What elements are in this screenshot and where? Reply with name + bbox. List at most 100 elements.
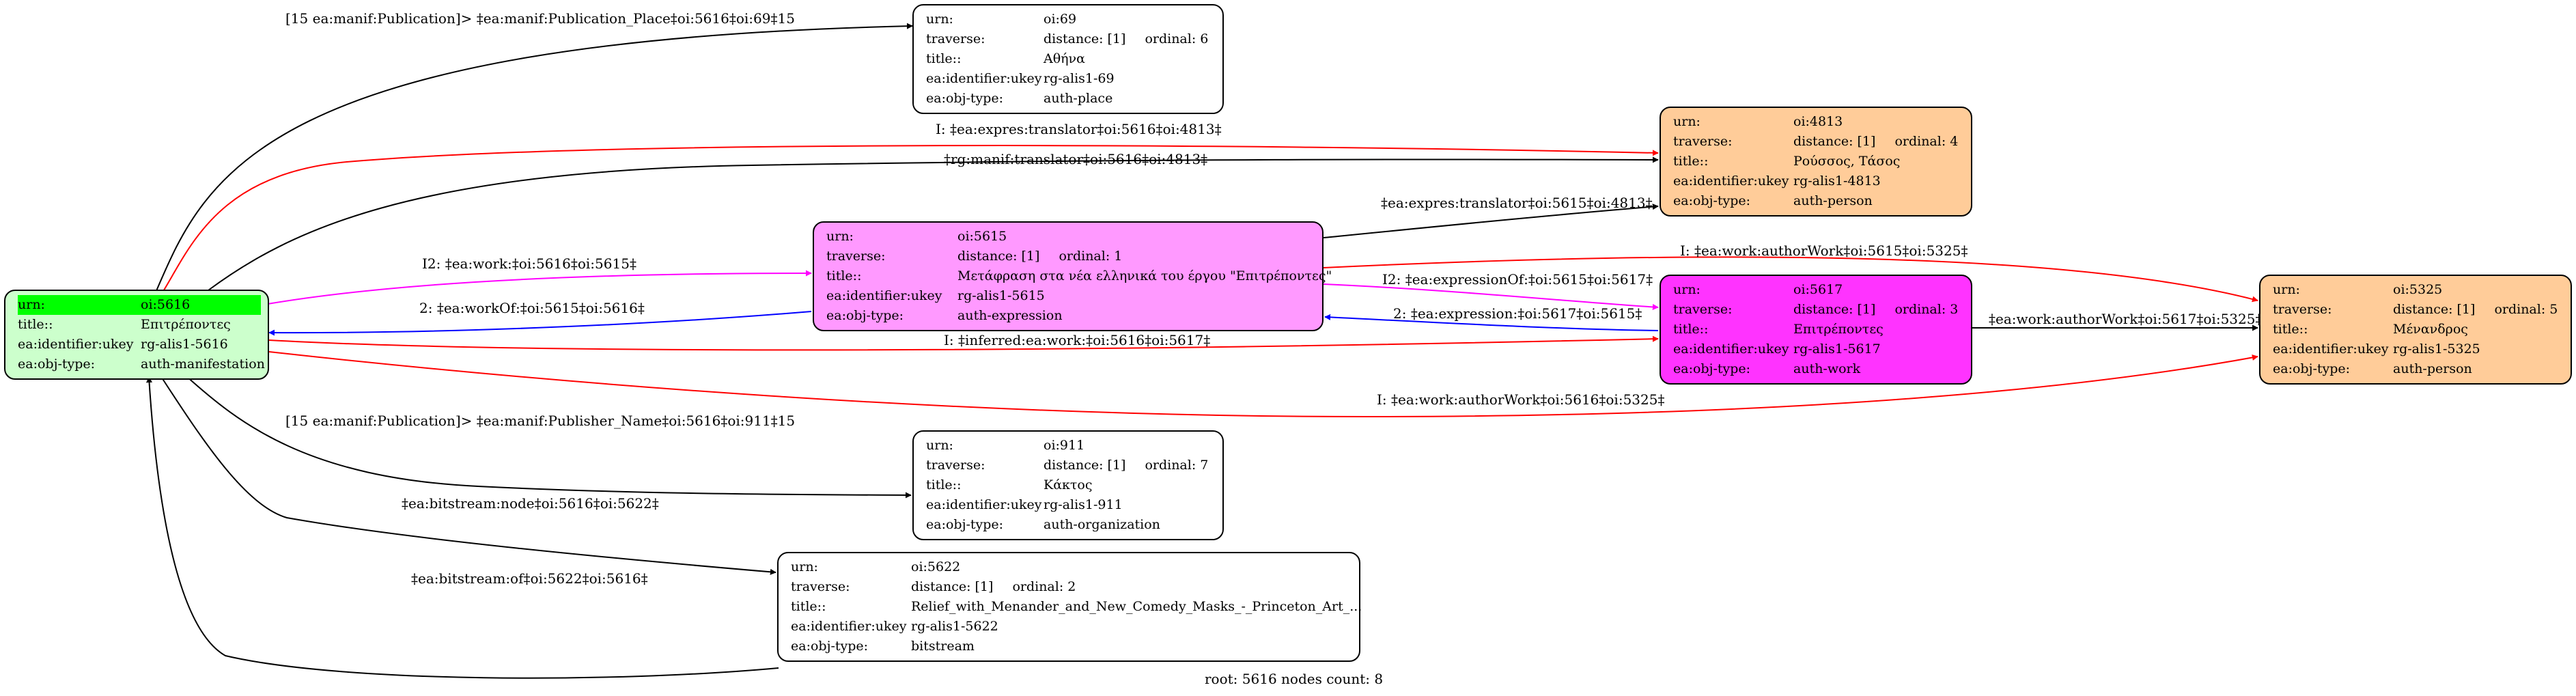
row-key-title: title::	[18, 317, 53, 332]
row-value-obj-type: auth-expression	[957, 308, 1063, 323]
node-row-urn: urn:oi:69	[926, 10, 1210, 29]
node-row-ukey: ea:identifier:ukey rg-alis1-5622	[791, 617, 1347, 637]
edge-author-work-5617: ‡ea:work:authorWork‡oi:5617‡oi:5325‡	[1972, 311, 2262, 331]
row-key-ukey: ea:identifier:ukey	[791, 619, 907, 634]
node-row-title: title::Επιτρέποντες	[1673, 320, 1959, 339]
edge-label: ‡ea:bitstream:node‡oi:5616‡oi:5622‡	[402, 495, 659, 512]
row-key-urn: urn:	[2273, 282, 2300, 297]
node-row-title: title::Κάκτος	[926, 475, 1210, 495]
edge-publication-place: [15 ea:manif:Publication]> ‡ea:manif:Pub…	[155, 10, 913, 293]
edge-label: I: ‡ea:work:authorWork‡oi:5616‡oi:5325‡	[1377, 391, 1664, 408]
row-value-ukey: rg-alis1-4813	[1793, 173, 1881, 189]
row-value-urn: oi:4813	[1793, 114, 1843, 129]
row-key-urn: urn:	[1673, 114, 1700, 129]
node-row-urn: urn:oi:5615	[826, 227, 1310, 247]
row-key-title: title::	[926, 51, 962, 66]
row-value-ordinal: ordinal: 7	[1145, 458, 1209, 473]
row-key-traverse: traverse:	[926, 458, 985, 473]
edge-label: I2: ‡ea:expressionOf:‡oi:5615‡oi:5617‡	[1382, 271, 1653, 288]
row-value-obj-type: auth-person	[2393, 361, 2472, 376]
node-oi-5617[interactable]: urn:oi:5617 traverse:distance: [1]ordina…	[1660, 275, 1972, 385]
node-oi-5615[interactable]: urn:oi:5615 traverse:distance: [1]ordina…	[813, 221, 1332, 331]
row-key-obj-type: ea:obj-type:	[826, 308, 904, 323]
row-key-title: title::	[791, 599, 826, 614]
row-value-obj-type: auth-manifestation	[141, 357, 265, 372]
edge-expression-of: I2: ‡ea:expressionOf:‡oi:5615‡oi:5617‡	[1323, 271, 1659, 310]
node-oi-5616[interactable]: urn: oi:5616 title:: Επιτρέποντες ea:ide…	[4, 290, 269, 380]
row-value-title: Relief_with_Menander_and_New_Comedy_Mask…	[911, 599, 1362, 614]
edge-bitstream-of: ‡ea:bitstream:of‡oi:5622‡oi:5616‡	[146, 376, 779, 679]
node-row-traverse: traverse: distance: [1] ordinal: 4	[1673, 132, 1959, 152]
edge-inferred-work: I: ‡inferred:ea:work:‡oi:5616‡oi:5617‡	[268, 332, 1659, 351]
row-value-title: Επιτρέποντες	[141, 317, 231, 332]
row-key-traverse: traverse:	[1673, 134, 1733, 149]
row-value-urn: oi:5615	[957, 229, 1007, 244]
row-key-traverse: traverse:	[2273, 302, 2332, 317]
node-row-traverse: traverse:distance: [1]ordinal: 6	[926, 29, 1210, 49]
row-value-title: Επιτρέποντες	[1793, 322, 1884, 337]
edge-label: 2: ‡ea:workOf:‡oi:5615‡oi:5616‡	[419, 300, 645, 316]
node-row-title: title::Αθήνα	[926, 49, 1210, 69]
edge-label: I2: ‡ea:work:‡oi:5616‡oi:5615‡	[422, 255, 636, 272]
node-oi-4813[interactable]: urn: oi:4813 traverse: distance: [1] ordina…	[1660, 107, 1972, 217]
row-value-ukey: rg-alis1-5622	[911, 619, 998, 634]
row-value-title: Ρούσσος, Τάσος	[1793, 154, 1901, 169]
edge-publisher-name: [15 ea:manif:Publication]> ‡ea:manif:Pub…	[185, 375, 912, 499]
row-key-traverse: traverse:	[1673, 302, 1733, 317]
node-row-title: title:: Επιτρέποντες	[18, 315, 255, 335]
row-value-title: Μένανδρος	[2393, 322, 2468, 337]
row-value-ordinal: ordinal: 1	[1059, 249, 1123, 264]
row-value-urn: oi:911	[1044, 438, 1085, 453]
edge-label: I: ‡ea:expres:translator‡oi:5616‡oi:4813…	[936, 121, 1222, 137]
node-row-traverse: traverse:distance: [1]ordinal: 7	[926, 456, 1210, 475]
row-value-obj-type: auth-person	[1793, 193, 1873, 208]
row-key-urn: urn:	[791, 559, 818, 574]
edge-label: 2: ‡ea:expression:‡oi:5617‡oi:5615‡	[1393, 305, 1642, 322]
node-row-obj-type: ea:obj-type:auth-person	[2273, 359, 2558, 379]
row-value-ukey: rg-alis1-5325	[2393, 342, 2480, 357]
edge-manif-translator: ‡rg:manif:translator‡oi:5616‡oi:4813‡	[208, 151, 1659, 291]
graph-footer: root: 5616 nodes count: 8	[1205, 671, 1384, 687]
row-key-ukey: ea:identifier:ukey	[18, 337, 134, 352]
edge-work: I2: ‡ea:work:‡oi:5616‡oi:5615‡	[267, 255, 812, 305]
row-key-ukey: ea:identifier:ukey	[2273, 342, 2389, 357]
node-row-urn: urn: oi:5616	[18, 295, 261, 315]
edge-label: [15 ea:manif:Publication]> ‡ea:manif:Pub…	[285, 413, 795, 429]
edge-expres-translator-inferred: I: ‡ea:expres:translator‡oi:5616‡oi:4813…	[162, 121, 1659, 293]
node-row-title: title::Μετάφραση στα νέα ελληνικά του έρ…	[826, 266, 1332, 286]
node-row-title: title::Ρούσσος, Τάσος	[1673, 152, 1959, 171]
row-value-ukey: rg-alis1-911	[1044, 497, 1123, 512]
row-key-obj-type: ea:obj-type:	[791, 639, 869, 654]
row-key-urn: urn:	[18, 295, 141, 315]
node-row-obj-type: ea:obj-type: auth-manifestation	[18, 354, 265, 374]
node-oi-911[interactable]: urn:oi:911 traverse:distance: [1]ordinal…	[912, 430, 1224, 540]
row-value-ordinal: ordinal: 4	[1894, 134, 1959, 149]
row-value-ukey: rg-alis1-5615	[957, 288, 1045, 303]
edge-expression: 2: ‡ea:expression:‡oi:5617‡oi:5615‡	[1324, 305, 1659, 331]
row-key-title: title::	[826, 268, 862, 283]
edge-label: I: ‡inferred:ea:work:‡oi:5616‡oi:5617‡	[944, 332, 1210, 348]
edge-expres-translator-5615: ‡ea:expres:translator‡oi:5615‡oi:4813‡	[1323, 195, 1659, 238]
node-oi-69[interactable]: urn:oi:69 traverse:distance: [1]ordinal:…	[912, 4, 1224, 114]
node-row-obj-type: ea:obj-type:auth-organization	[926, 515, 1210, 535]
node-oi-5622[interactable]: urn:oi:5622 traverse:distance: [1]ordina…	[777, 552, 1362, 662]
row-value-distance: distance: [1]	[1793, 134, 1876, 149]
edge-label: I: ‡ea:work:authorWork‡oi:5615‡oi:5325‡	[1680, 242, 1968, 259]
row-key-traverse: traverse:	[926, 31, 985, 46]
node-row-obj-type: ea:obj-type:auth-work	[1673, 359, 1959, 379]
node-oi-5325[interactable]: urn:oi:5325 traverse:distance: [1]ordina…	[2259, 275, 2572, 385]
row-key-title: title::	[1673, 154, 1709, 169]
node-row-urn: urn:oi:5622	[791, 557, 1347, 577]
edge-bitstream-node: ‡ea:bitstream:node‡oi:5616‡oi:5622‡	[160, 375, 776, 575]
node-row-obj-type: ea:obj-type: auth-expression	[826, 306, 1310, 326]
row-value-ordinal: ordinal: 5	[2494, 302, 2558, 317]
row-value-obj-type: auth-organization	[1044, 517, 1160, 532]
row-value-distance: distance: [1]	[2393, 302, 2476, 317]
edge-work-of: 2: ‡ea:workOf:‡oi:5615‡oi:5616‡	[268, 300, 812, 336]
edge-label: [15 ea:manif:Publication]> ‡ea:manif:Pub…	[285, 10, 795, 27]
row-key-traverse: traverse:	[791, 579, 850, 594]
